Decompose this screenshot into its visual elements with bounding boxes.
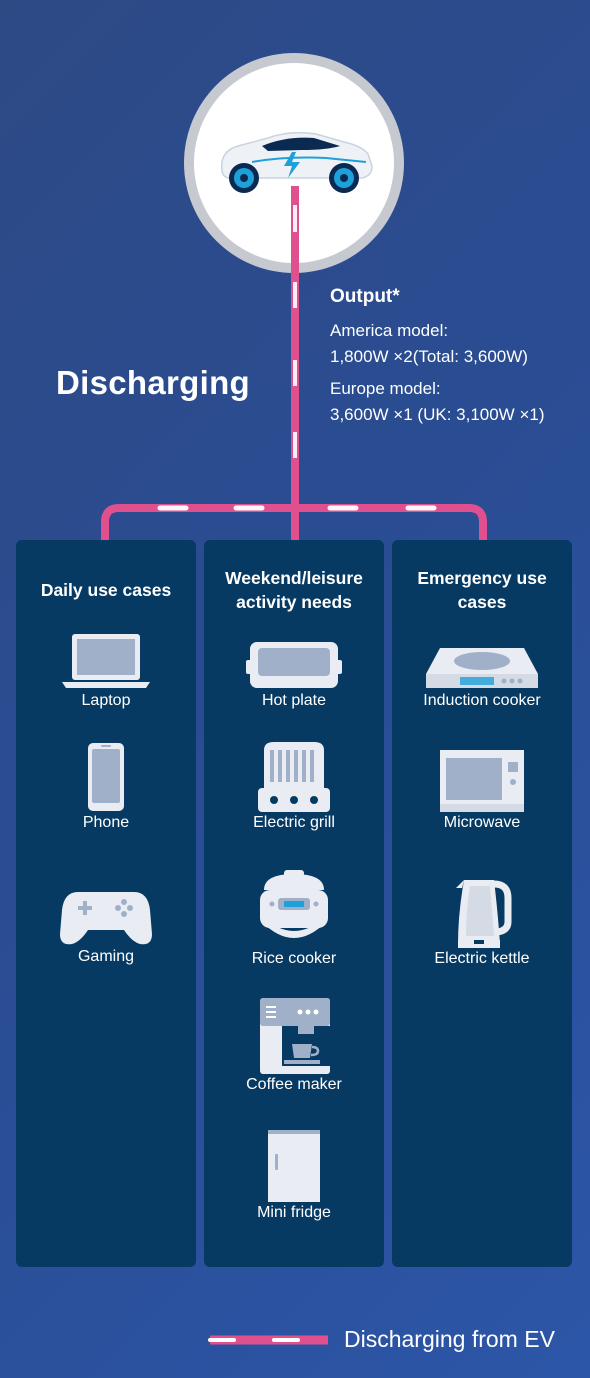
appliance-label: Electric grill	[253, 814, 335, 831]
appliance-item: Phone	[16, 742, 196, 832]
output-spec-value: 1,800W ×2(Total: 3,600W)	[330, 347, 528, 366]
appliance-item: Electric grill	[204, 740, 384, 832]
appliance-label: Electric kettle	[434, 950, 530, 967]
column-daily-use: Daily use cases Laptop Phone Gaming	[16, 540, 196, 1267]
output-model-label: Europe model:	[330, 379, 441, 398]
electric-kettle-icon	[456, 880, 512, 948]
output-spec-value: 3,600W ×1 (UK: 3,100W ×1)	[330, 405, 545, 424]
ev-car-icon	[220, 131, 373, 193]
column-emergency-use: Emergency use cases Induction cooker Mic…	[392, 540, 572, 1267]
appliance-label: Microwave	[443, 814, 521, 831]
appliance-item: Hot plate	[204, 640, 384, 710]
appliance-item: Mini fridge	[204, 1128, 384, 1222]
appliance-item: Coffee maker	[204, 996, 384, 1094]
column-heading: Weekend/leisure activity needs	[225, 568, 363, 612]
appliance-item: Laptop	[16, 630, 196, 710]
mini-fridge-icon	[268, 1130, 320, 1202]
column-heading: Daily use cases	[40, 580, 172, 600]
diagram-title: Discharging	[56, 364, 251, 401]
output-model-label: America model:	[330, 321, 449, 340]
appliance-label: Laptop	[81, 692, 131, 709]
appliance-item: Gaming	[16, 888, 196, 966]
column-heading: Emergency use cases	[417, 568, 547, 612]
legend: Discharging from EV	[206, 1326, 576, 1356]
output-spec-block: Output* America model: 1,800W ×2(Total: …	[330, 286, 580, 434]
microwave-icon	[440, 750, 524, 812]
output-heading: Output*	[330, 286, 400, 307]
legend-label: Discharging from EV	[344, 1326, 555, 1352]
legend-flow-swatch	[208, 1335, 328, 1345]
appliance-item: Electric kettle	[392, 874, 572, 968]
appliance-item: Microwave	[392, 748, 572, 832]
appliance-item: Rice cooker	[204, 870, 384, 968]
appliance-label: Induction cooker	[423, 692, 541, 709]
appliance-label: Coffee maker	[246, 1076, 342, 1093]
appliance-item: Induction cooker	[392, 644, 572, 710]
appliance-label: Phone	[82, 814, 130, 831]
output-group-america: America model: 1,800W ×2(Total: 3,600W)	[330, 318, 580, 370]
output-group-europe: Europe model: 3,600W ×1 (UK: 3,100W ×1)	[330, 376, 580, 428]
phone-icon	[88, 743, 124, 811]
appliance-label: Mini fridge	[257, 1204, 331, 1221]
gamepad-icon	[60, 892, 152, 945]
laptop-icon	[62, 634, 150, 688]
appliance-label: Gaming	[77, 948, 135, 965]
rice-cooker-icon	[260, 870, 328, 938]
hot-plate-icon	[246, 642, 342, 688]
appliance-label: Rice cooker	[251, 950, 337, 967]
coffee-maker-icon	[260, 998, 330, 1074]
electric-grill-icon	[258, 742, 330, 812]
column-weekend-leisure: Weekend/leisure activity needs Hot plate…	[204, 540, 384, 1267]
induction-cooker-icon	[426, 648, 538, 688]
appliance-label: Hot plate	[261, 692, 327, 709]
